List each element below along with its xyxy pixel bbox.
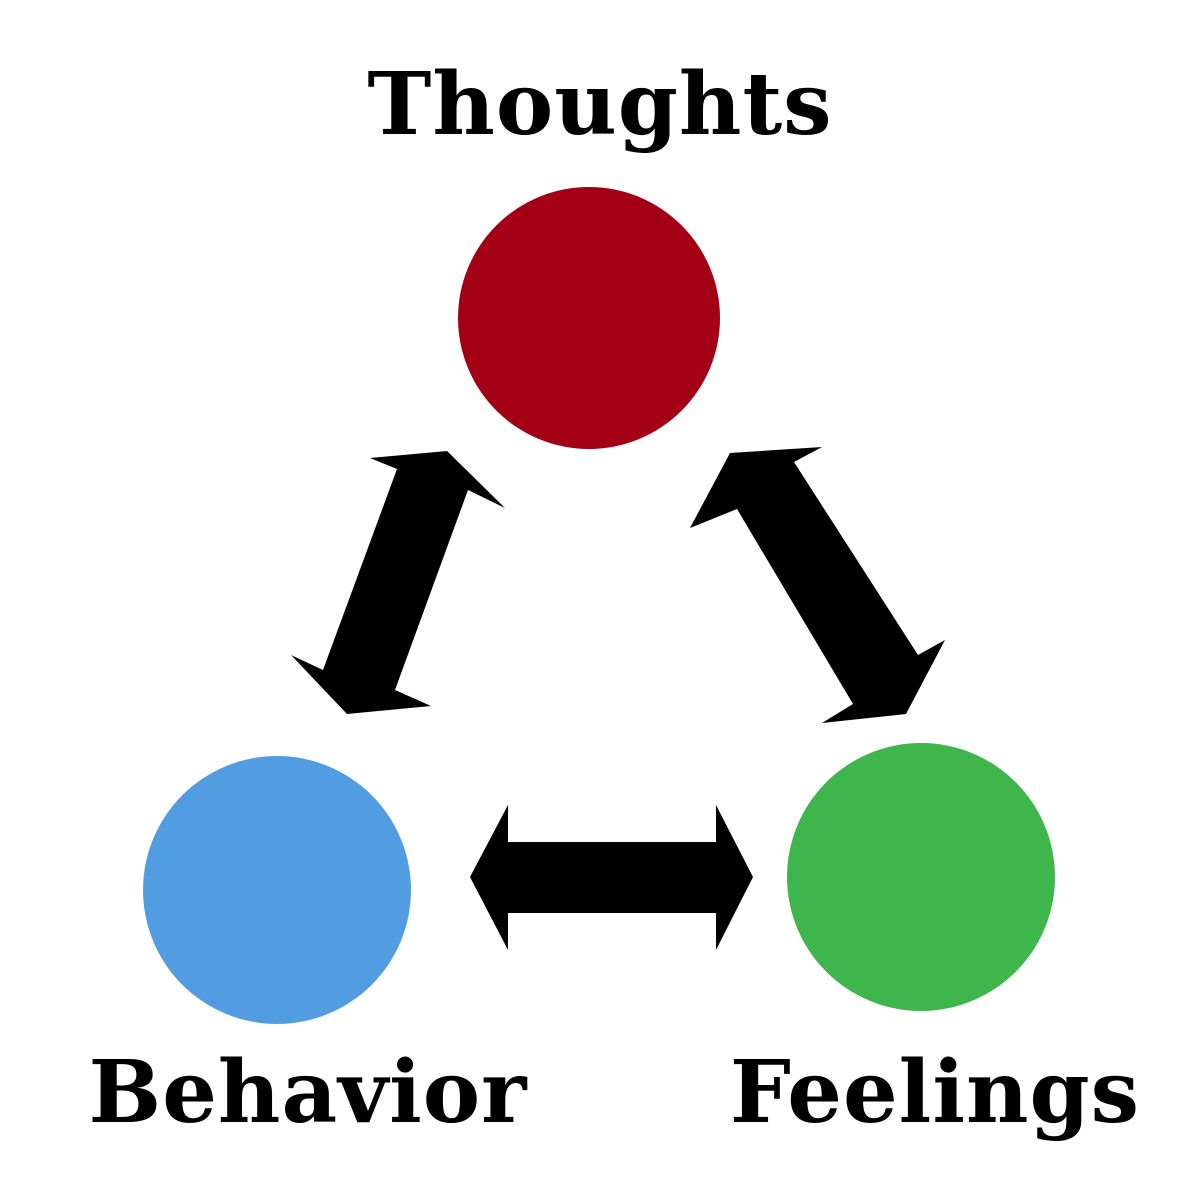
thoughts-node [458, 187, 720, 449]
thoughts-label: Thoughts [367, 54, 833, 155]
behavior-node [143, 756, 411, 1024]
behavior-label: Behavior [88, 1042, 528, 1143]
thoughts-feelings-arrow [690, 447, 945, 723]
thoughts-behavior-arrow [291, 451, 505, 714]
behavior-feelings-arrow [470, 805, 753, 950]
feelings-node [787, 743, 1055, 1011]
feelings-label: Feelings [729, 1042, 1141, 1143]
